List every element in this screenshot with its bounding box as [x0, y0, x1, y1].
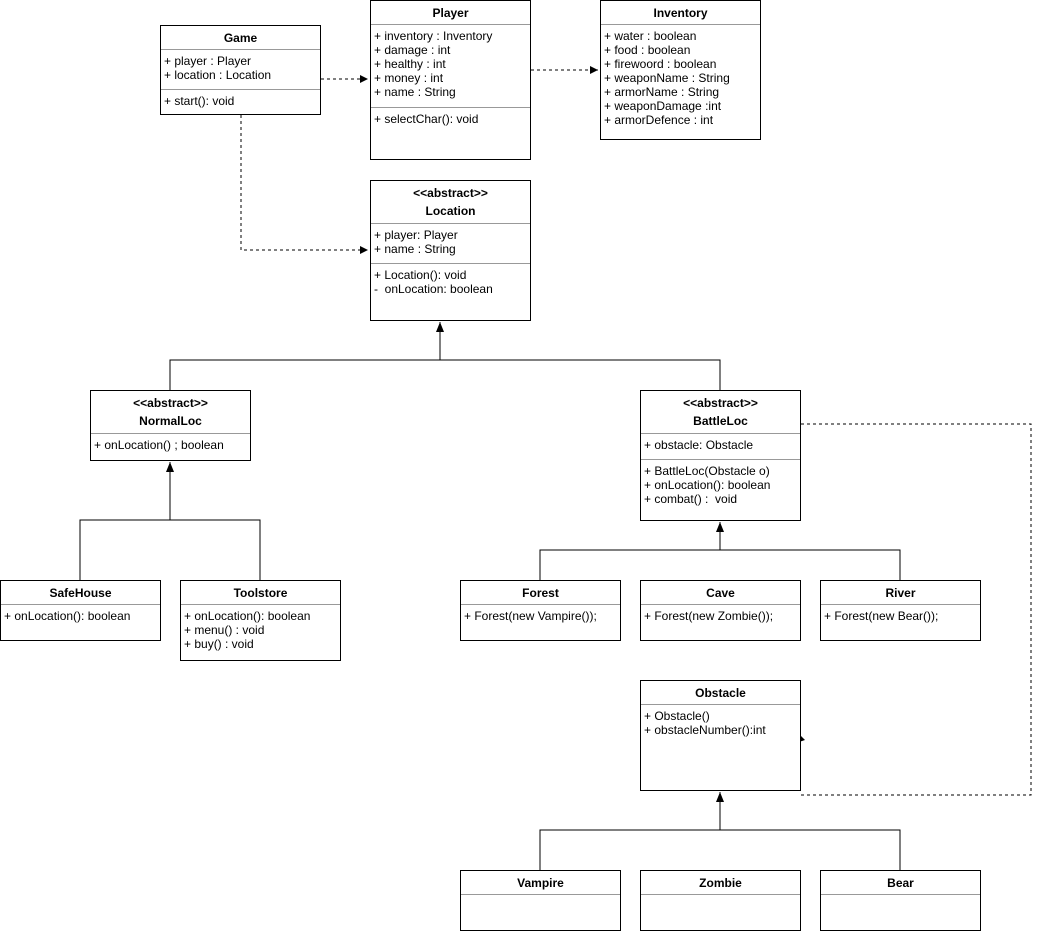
class-player[interactable]: Player + inventory : Inventory + damage … [370, 0, 531, 160]
class-safehouse[interactable]: SafeHouse + onLocation(): boolean [0, 580, 161, 641]
inheritance-arrowhead-obstacle [716, 792, 724, 802]
method-row: + Location(): void [374, 268, 467, 282]
class-location[interactable]: <<abstract>> Location + player: Player +… [370, 180, 531, 321]
method-row: + selectChar(): void [374, 112, 479, 126]
method-row: + start(): void [164, 94, 235, 108]
attribute-row: + armorDefence : int [604, 113, 714, 127]
class-normalloc[interactable]: <<abstract>> NormalLoc + onLocation() ; … [90, 390, 251, 461]
class-name: SafeHouse [49, 585, 112, 600]
attribute-row: + weaponDamage :int [604, 99, 722, 113]
dependency-battleloc-obstacle [801, 423, 1032, 796]
class-name: Obstacle [695, 685, 746, 700]
attributes-section: + onLocation(): boolean + menu() : void … [181, 605, 340, 653]
inheritance-normalloc-tree [79, 462, 261, 580]
stereotype-label: <<abstract>> [133, 396, 208, 410]
class-forest[interactable]: Forest + Forest(new Vampire()); [460, 580, 621, 641]
attribute-row: + healthy : int [374, 57, 446, 71]
class-river[interactable]: River + Forest(new Bear()); [820, 580, 981, 641]
attribute-row: + obstacle: Obstacle [644, 438, 754, 452]
class-name: Inventory [653, 5, 708, 20]
class-battleloc[interactable]: <<abstract>> BattleLoc + obstacle: Obsta… [640, 390, 801, 521]
class-name: Toolstore [233, 585, 288, 600]
class-name: Cave [706, 585, 735, 600]
class-name: Location [425, 204, 476, 218]
stereotype-label: <<abstract>> [413, 186, 488, 200]
method-row: + BattleLoc(Obstacle o) [644, 464, 770, 478]
attribute-row: + armorName : String [604, 85, 720, 99]
class-name: River [885, 585, 916, 600]
inheritance-obstacle-tree [539, 792, 901, 870]
class-name: Zombie [699, 875, 742, 890]
attributes-section: + Forest(new Zombie()); [641, 605, 800, 625]
method-row: + combat() : void [644, 492, 738, 506]
attributes-section: + onLocation() ; boolean [91, 434, 250, 454]
dependency-game-location [240, 115, 368, 254]
inheritance-arrowhead-normalloc [166, 462, 174, 472]
attributes-section: + Forest(new Vampire()); [461, 605, 620, 625]
attribute-row: + food : boolean [604, 43, 691, 57]
method-row: + onLocation(): boolean [644, 478, 771, 492]
attribute-row: + money : int [374, 71, 444, 85]
attribute-row: + player: Player [374, 228, 458, 242]
attribute-row: + onLocation() ; boolean [94, 438, 224, 452]
attribute-row: + onLocation(): boolean [4, 609, 131, 623]
attribute-row: + Obstacle() [644, 709, 710, 723]
attribute-row: + location : Location [164, 68, 272, 82]
method-row: - onLocation: boolean [374, 282, 493, 296]
inheritance-location-tree [169, 322, 721, 390]
attribute-row: + weaponName : String [604, 71, 730, 85]
class-vampire[interactable]: Vampire [460, 870, 621, 931]
inheritance-arrowhead-battleloc [716, 522, 724, 532]
class-bear[interactable]: Bear [820, 870, 981, 931]
attribute-row: + firewoord : boolean [604, 57, 717, 71]
methods-section: + BattleLoc(Obstacle o) + onLocation(): … [641, 460, 800, 508]
class-name: Game [223, 30, 258, 45]
methods-section: + start(): void [161, 90, 320, 110]
attribute-row: + damage : int [374, 43, 451, 57]
attribute-row: + name : String [374, 242, 456, 256]
class-name: Vampire [517, 875, 564, 890]
attribute-row: + player : Player [164, 54, 252, 68]
attribute-row: + obstacleNumber():int [644, 723, 766, 737]
attribute-row: + menu() : void [184, 623, 265, 637]
attribute-row: + onLocation(): boolean [184, 609, 311, 623]
attributes-section: + player: Player + name : String [371, 224, 530, 264]
class-inventory[interactable]: Inventory + water : boolean + food : boo… [600, 0, 761, 140]
attributes-section: + water : boolean + food : boolean + fir… [601, 25, 760, 129]
class-name: BattleLoc [693, 414, 748, 428]
class-game[interactable]: Game + player : Player + location : Loca… [160, 25, 321, 115]
attributes-section: + Obstacle() + obstacleNumber():int [641, 705, 800, 739]
attributes-section: + obstacle: Obstacle [641, 434, 800, 460]
class-name: NormalLoc [139, 414, 202, 428]
stereotype-label: <<abstract>> [683, 396, 758, 410]
attributes-section: + player : Player + location : Location [161, 50, 320, 90]
attribute-row: + name : String [374, 85, 456, 99]
class-zombie[interactable]: Zombie [640, 870, 801, 931]
methods-section: + selectChar(): void [371, 108, 530, 128]
attribute-row: + Forest(new Zombie()); [644, 609, 774, 623]
class-name: Forest [522, 585, 559, 600]
methods-section: + Location(): void - onLocation: boolean [371, 264, 530, 298]
class-cave[interactable]: Cave + Forest(new Zombie()); [640, 580, 801, 641]
inheritance-arrowhead-location [436, 322, 444, 332]
attribute-row: + Forest(new Bear()); [824, 609, 939, 623]
class-name: Player [432, 5, 469, 20]
attribute-row: + water : boolean [604, 29, 697, 43]
class-toolstore[interactable]: Toolstore + onLocation(): boolean + menu… [180, 580, 341, 661]
class-name: Bear [887, 875, 914, 890]
class-obstacle[interactable]: Obstacle + Obstacle() + obstacleNumber()… [640, 680, 801, 791]
attribute-row: + buy() : void [184, 637, 254, 651]
attributes-section: + onLocation(): boolean [1, 605, 160, 625]
attribute-row: + inventory : Inventory [374, 29, 493, 43]
attributes-section: + Forest(new Bear()); [821, 605, 980, 625]
attribute-row: + Forest(new Vampire()); [464, 609, 597, 623]
attributes-section: + inventory : Inventory + damage : int +… [371, 25, 530, 108]
